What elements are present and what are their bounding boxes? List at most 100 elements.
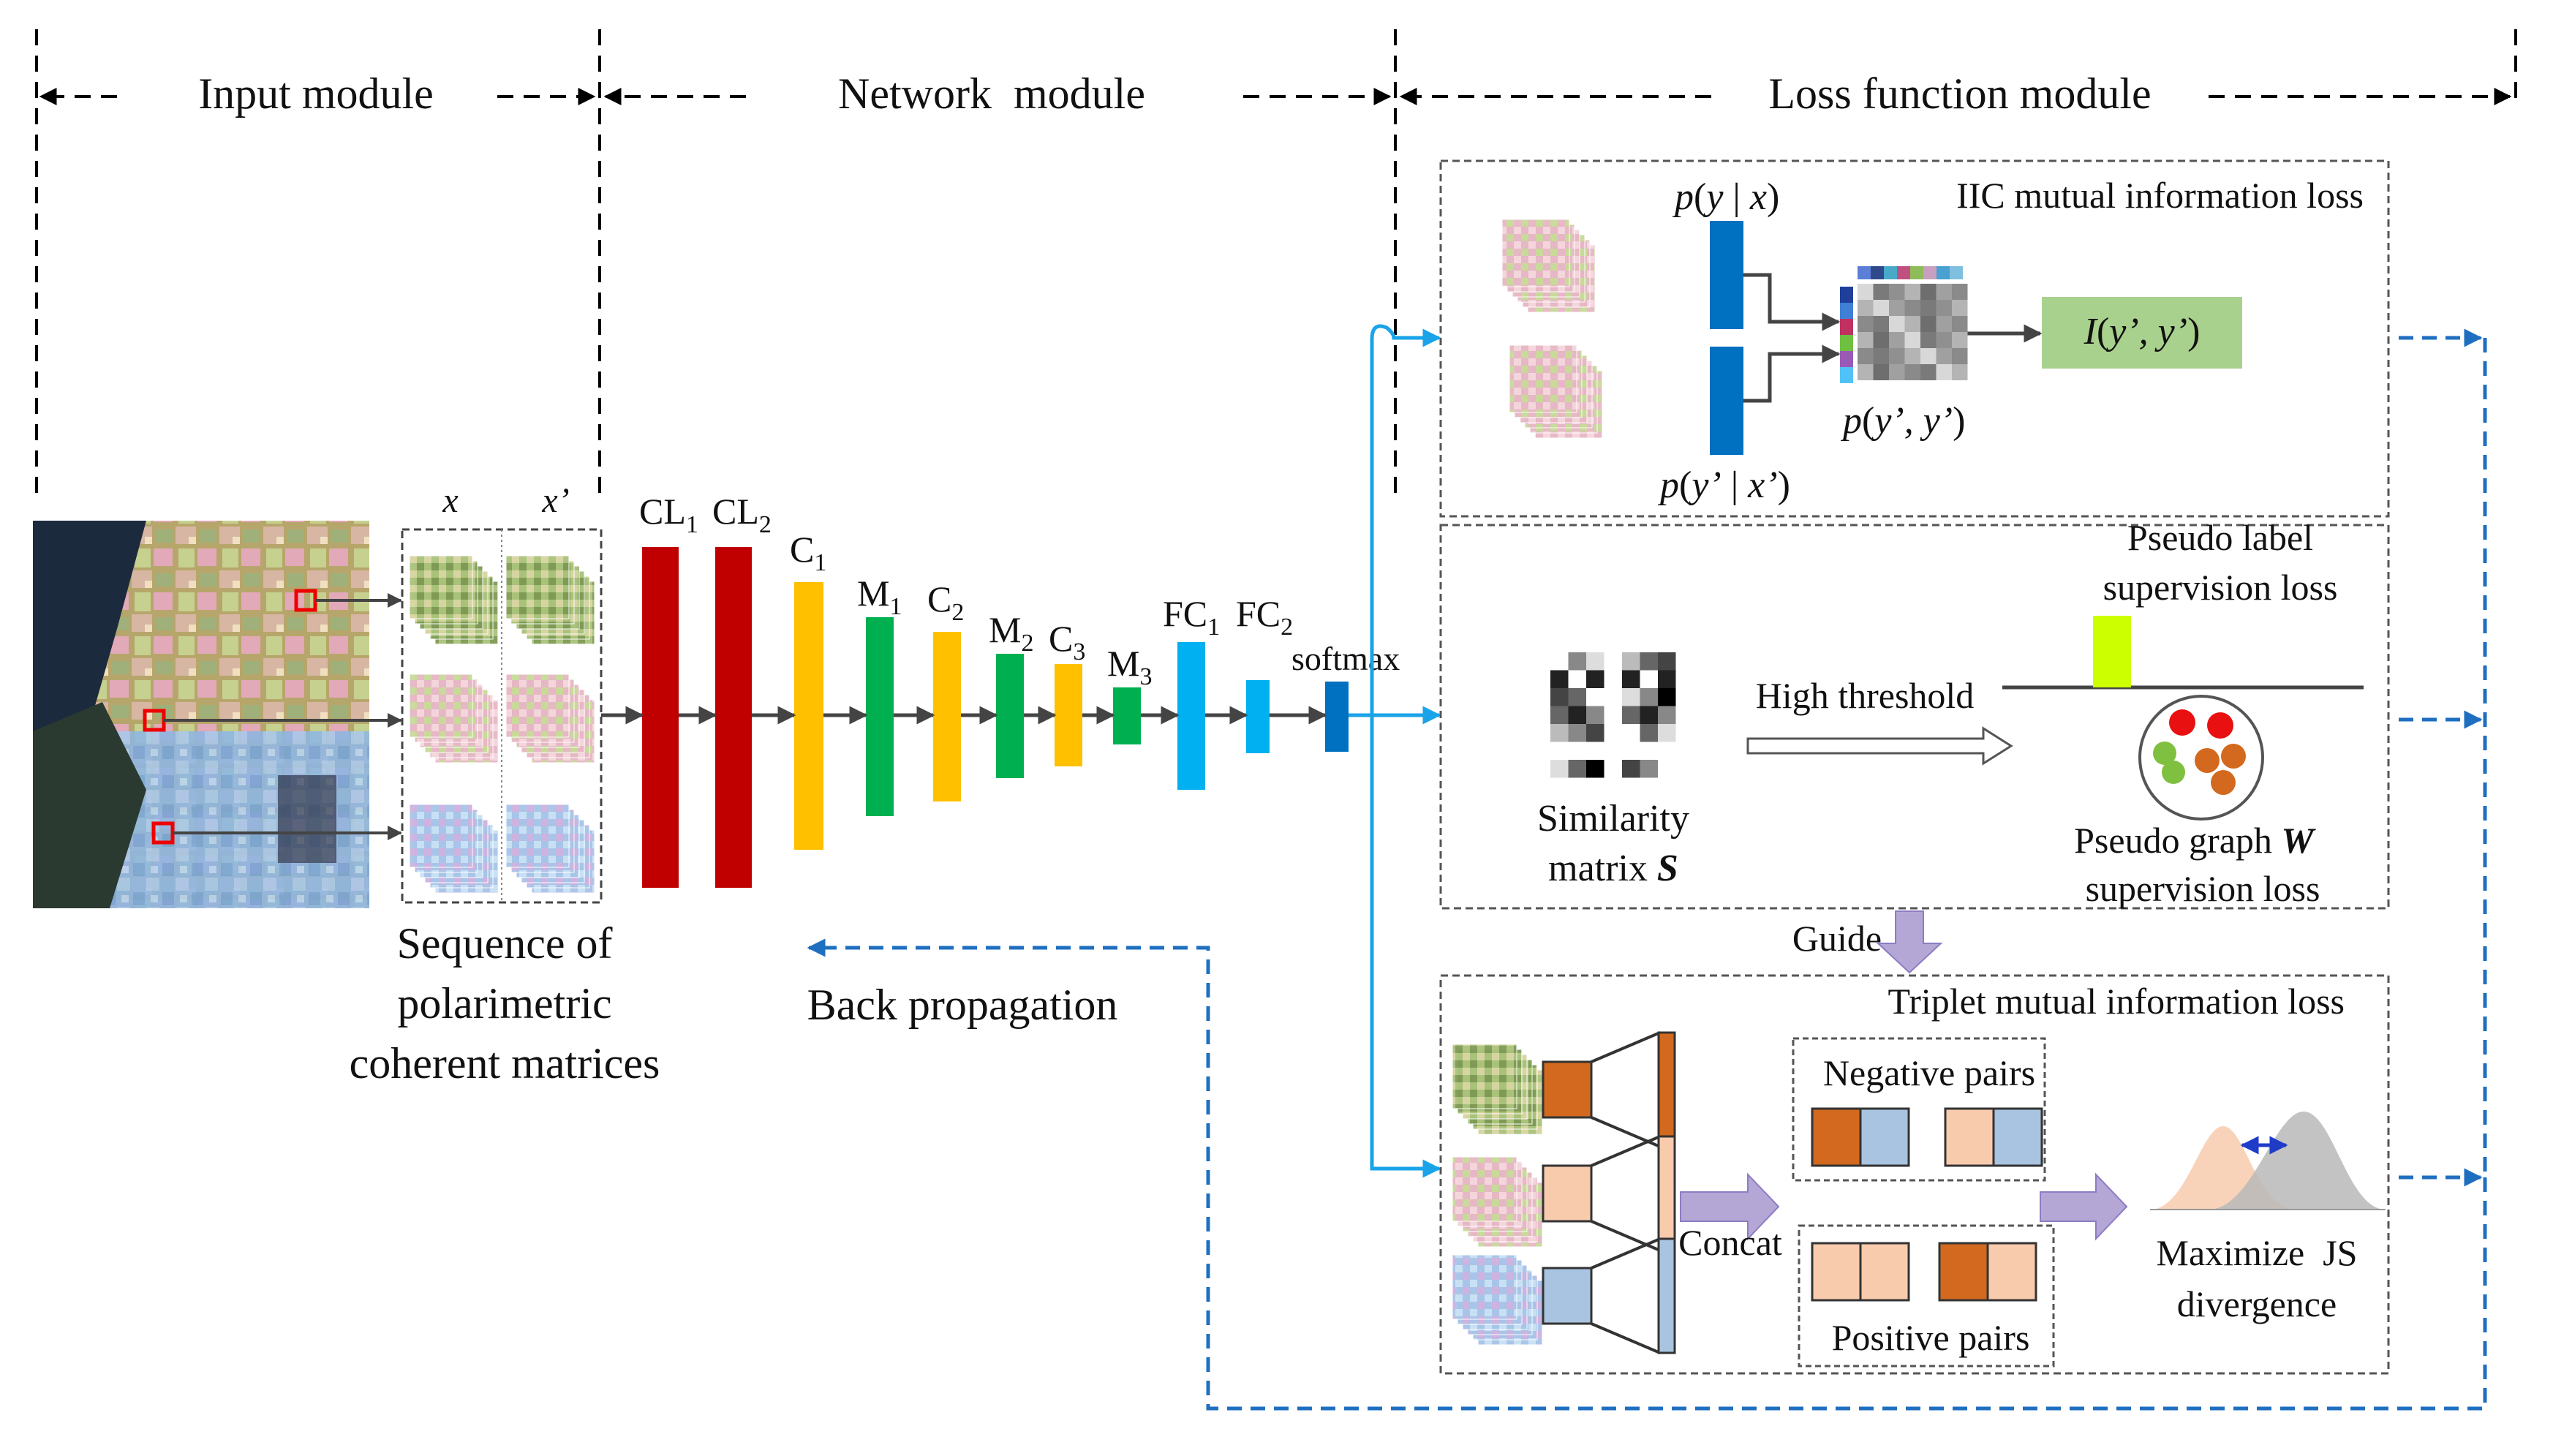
joint-matrix-left-cell — [1840, 319, 1853, 335]
sample-sequence-box — [401, 528, 603, 904]
joint-matrix-cell — [1873, 348, 1889, 364]
joint-matrix-cell — [1858, 284, 1874, 300]
layer-label-m1: M1 — [857, 573, 902, 620]
similarity-matrix-cell — [1622, 760, 1640, 778]
encoder-1 — [1542, 1031, 1676, 1148]
joint-matrix-cell — [1873, 284, 1889, 300]
layer-m2 — [996, 654, 1024, 778]
mutual-information-box — [2042, 297, 2242, 369]
similarity-matrix-cell — [1622, 670, 1640, 688]
input-caption-line3: coherent matrices — [350, 1039, 660, 1087]
col-label-xprime: x’ — [541, 481, 569, 520]
similarity-matrix-cell — [1550, 742, 1569, 760]
joint-matrix-top-cell — [1937, 266, 1950, 279]
negative-pair-2 — [1944, 1107, 2043, 1167]
similarity-matrix-cell — [1658, 706, 1676, 724]
joint-matrix-cell — [1952, 348, 1968, 364]
pseudo-graph-loss-line1: Pseudo graph W — [2074, 820, 2316, 861]
joint-matrix-cell — [1873, 316, 1889, 332]
back-propagation-path — [807, 938, 2487, 1411]
similarity-matrix-cell — [1640, 688, 1658, 706]
similarity-matrix-cell — [1622, 706, 1640, 724]
iic-patch-stack-xprime — [1509, 344, 1603, 439]
similarity-matrix-cell — [1550, 688, 1569, 706]
joint-matrix-cell — [1936, 300, 1952, 316]
similarity-matrix-cell — [1658, 652, 1676, 671]
similarity-matrix-cell — [1604, 688, 1622, 706]
joint-matrix-cell — [1920, 316, 1937, 332]
mutual-information-label: I(y’, y’) — [2083, 311, 2201, 352]
guide-label: Guide — [1792, 918, 1882, 959]
iic-merge-arrows — [1743, 273, 2043, 403]
iic-prob-bar-top — [1710, 221, 1743, 329]
similarity-matrix-cell — [1622, 688, 1640, 706]
iic-joint-label: p(y’, y’) — [1840, 400, 1965, 442]
layer-label-c2: C2 — [927, 578, 964, 626]
sample-arrows — [164, 593, 402, 840]
js-distributions — [2150, 1112, 2386, 1210]
similarity-matrix — [1550, 652, 1676, 778]
joint-matrix-cell — [1904, 300, 1920, 316]
similarity-matrix-cell — [1586, 706, 1604, 724]
similarity-matrix-cell — [1604, 760, 1622, 778]
patch-stack-x-1 — [409, 555, 499, 645]
layer-fc1 — [1177, 642, 1205, 790]
joint-matrix-cell — [1936, 364, 1952, 380]
layer-m3 — [1113, 687, 1141, 744]
triplet-patch-positive — [1452, 1156, 1543, 1248]
pseudo-label-loss-line1: Pseudo label — [2127, 517, 2313, 558]
js-arrow — [2040, 1172, 2128, 1241]
input-patch-stacks — [409, 555, 595, 894]
joint-matrix-cell — [1904, 332, 1920, 348]
similarity-matrix-cell — [1568, 742, 1586, 760]
joint-matrix-cell — [1952, 316, 1968, 332]
network-layers — [642, 547, 1349, 888]
joint-matrix-cell — [1889, 316, 1905, 332]
similarity-matrix-cell — [1604, 724, 1622, 742]
similarity-label-line2: matrix S — [1548, 848, 1678, 889]
similarity-matrix-cell — [1550, 724, 1569, 742]
similarity-matrix-cell — [1658, 760, 1676, 778]
layer-label-c1: C1 — [790, 529, 826, 576]
input-caption-line1: Sequence of — [397, 919, 613, 967]
similarity-matrix-cell — [1586, 688, 1604, 706]
joint-matrix-cell — [1889, 348, 1905, 364]
layer-c2 — [933, 632, 961, 801]
layer-c3 — [1055, 664, 1082, 766]
joint-matrix-top-cell — [1871, 266, 1884, 279]
joint-matrix-top-cell — [1858, 266, 1871, 279]
joint-matrix-cell — [1904, 316, 1920, 332]
joint-matrix-left-cell — [1840, 303, 1853, 319]
similarity-matrix-cell — [1640, 724, 1658, 742]
similarity-matrix-cell — [1604, 670, 1622, 688]
layer-cl2 — [715, 547, 752, 888]
negative-pairs-label: Negative pairs — [1823, 1052, 2035, 1093]
similarity-matrix-cell — [1568, 760, 1586, 778]
softmax-distribution-arrows — [1360, 324, 1441, 1178]
similarity-matrix-cell — [1568, 652, 1586, 671]
layer-softmax — [1325, 682, 1349, 752]
similarity-matrix-cell — [1658, 742, 1676, 760]
joint-matrix-cell — [1952, 364, 1968, 380]
joint-matrix-cell — [1936, 284, 1952, 300]
joint-matrix-cell — [1920, 284, 1937, 300]
joint-matrix-left-cell — [1840, 367, 1853, 383]
joint-matrix-cell — [1889, 364, 1905, 380]
pseudo-panel — [1439, 524, 2390, 910]
iic-patch-stacks — [1501, 219, 1603, 439]
joint-matrix-cell — [1952, 332, 1968, 348]
triplet-patch-stacks — [1452, 1044, 1543, 1346]
positive-pair-2 — [1938, 1242, 2037, 1302]
joint-matrix-cell — [1873, 332, 1889, 348]
layer-label-softmax: softmax — [1291, 640, 1400, 677]
joint-matrix-cell — [1889, 300, 1905, 316]
similarity-matrix-cell — [1550, 652, 1569, 671]
triplet-encoders — [1542, 1031, 1676, 1354]
similarity-matrix-cell — [1622, 652, 1640, 671]
joint-matrix-top-cell — [1923, 266, 1937, 279]
joint-probability-matrix — [1840, 266, 1968, 383]
joint-matrix-cell — [1858, 332, 1874, 348]
iic-title: IIC mutual information loss — [1956, 175, 2364, 216]
